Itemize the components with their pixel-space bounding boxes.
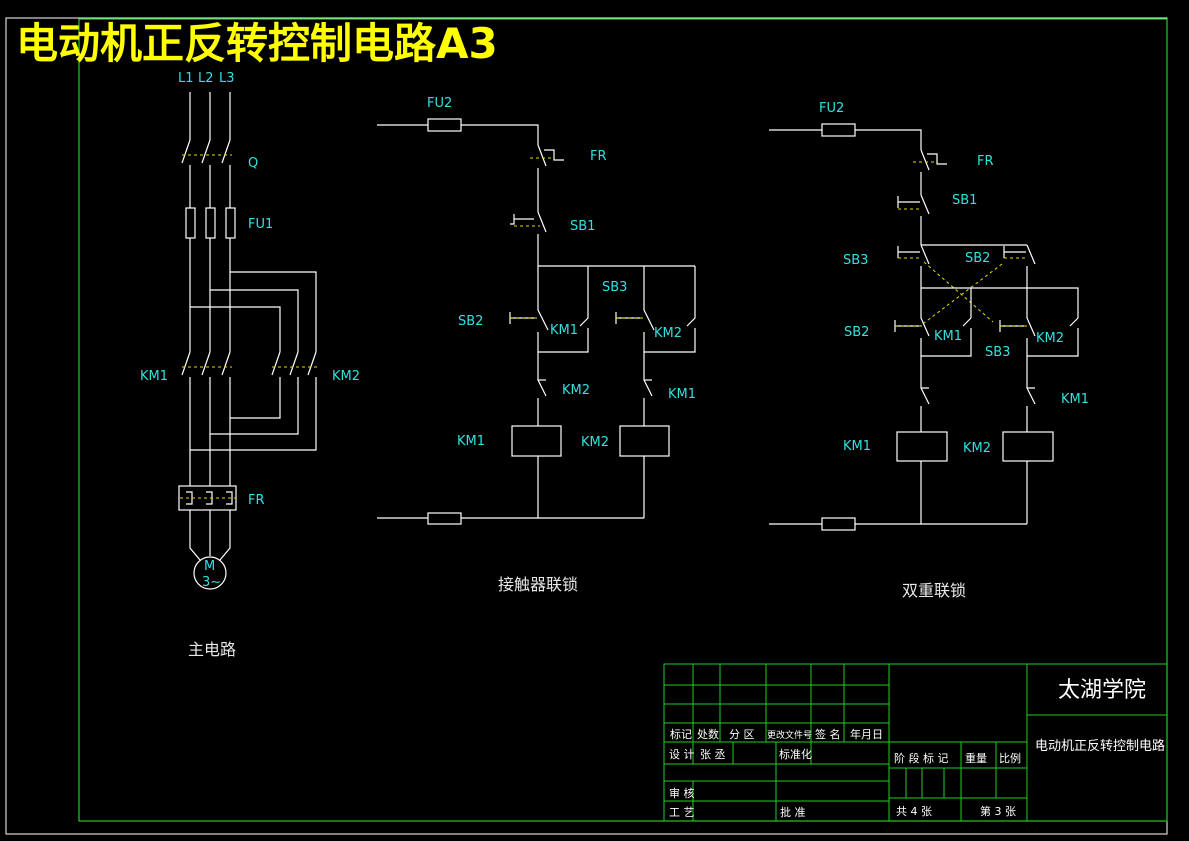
tb-stage-label: 阶 段 标 记: [894, 751, 949, 765]
tb-header-zone: 分 区: [729, 728, 755, 741]
tb-approve-label: 批 准: [780, 805, 806, 819]
nc-label-km2: KM2: [562, 383, 590, 398]
coil-label-km1: KM1: [457, 434, 485, 449]
nc-label-km1-b: KM1: [1061, 392, 1089, 407]
motor-label-phase: 3~: [202, 575, 221, 590]
tb-school-name: 太湖学院: [1058, 678, 1146, 703]
hold-label-km1-b: KM1: [934, 329, 962, 344]
relay-label-fr-b: FR: [977, 154, 994, 169]
fuse-label-fu2: FU2: [427, 96, 452, 111]
coil-km2-b: [1002, 431, 1054, 462]
relay-label-fr-2: FR: [590, 149, 607, 164]
tb-process-label: 工 艺: [669, 806, 695, 819]
double-interlock-circuit: FU2 FR SB1 SB3 SB2 SB2 KM1: [769, 101, 1089, 600]
caption-double-interlock: 双重联锁: [902, 581, 966, 600]
tb-header-sign: 签 名: [815, 727, 841, 741]
main-circuit: L1 L2 L3 Q FU1 KM1 KM2: [140, 71, 360, 659]
tb-design-label: 设 计: [669, 748, 695, 761]
tb-header-date: 年月日: [850, 727, 883, 741]
tb-header-count: 处数: [697, 728, 719, 741]
hold-label-km1: KM1: [550, 323, 578, 338]
button-label-sb3-top: SB3: [843, 253, 868, 268]
title-block: 标记 处数 分 区 更改文件号 签 名 年月日 设 计 张 丞 标准化 阶 段 …: [663, 663, 1168, 822]
motor-label-m: M: [204, 559, 215, 574]
tb-standard-label: 标准化: [779, 747, 812, 761]
button-label-sb3-bottom: SB3: [985, 345, 1010, 360]
tb-total-sheets: 共 4 张: [896, 805, 932, 818]
fuse-label-fu2-b: FU2: [819, 101, 844, 116]
tb-header-mark: 标记: [670, 727, 692, 741]
coil-label-km2-b: KM2: [963, 441, 991, 456]
coil-km1-b: [896, 431, 948, 462]
button-label-sb2: SB2: [458, 314, 483, 329]
motor-symbol: [193, 556, 227, 590]
contactor-label-km2: KM2: [332, 369, 360, 384]
tb-header-docno: 更改文件号: [767, 729, 812, 741]
caption-main-circuit: 主电路: [188, 640, 236, 659]
contactor-label-km1: KM1: [140, 369, 168, 384]
outer-frame: [5, 17, 1168, 835]
phase-label-l2: L2: [198, 71, 214, 86]
tb-sheet-number: 第 3 张: [980, 804, 1016, 818]
switch-label-q: Q: [248, 156, 258, 171]
inner-frame: [78, 18, 1168, 822]
caption-contactor-interlock: 接触器联锁: [498, 575, 578, 594]
phase-label-l1: L1: [178, 71, 194, 86]
tb-weight-label: 重量: [965, 751, 987, 765]
contactor-interlock-circuit: FU2 FR SB1 SB2 KM1 SB3 KM2 KM2 KM: [377, 96, 696, 594]
button-label-sb2-bottom: SB2: [844, 325, 869, 340]
nc-label-km1: KM1: [668, 387, 696, 402]
tb-designer-name: 张 丞: [700, 748, 726, 761]
button-label-sb3: SB3: [602, 280, 627, 295]
phase-label-l3: L3: [219, 71, 235, 86]
coil-label-km2: KM2: [581, 435, 609, 450]
tb-review-label: 审 核: [669, 786, 695, 800]
relay-label-fr: FR: [248, 493, 265, 508]
drawing-title: 电动机正反转控制电路A3: [16, 19, 498, 68]
tb-scale-label: 比例: [999, 751, 1021, 765]
hold-label-km2-b: KM2: [1036, 331, 1064, 346]
fuse-label-fu1: FU1: [248, 217, 273, 232]
coil-km2: [619, 425, 670, 457]
coil-km1: [511, 425, 562, 457]
stop-button-label-sb1: SB1: [570, 219, 595, 234]
button-label-sb2-top: SB2: [965, 251, 990, 266]
tb-drawing-name: 电动机正反转控制电路: [1035, 738, 1165, 754]
coil-label-km1-b: KM1: [843, 439, 871, 454]
stop-button-label-sb1-b: SB1: [952, 193, 977, 208]
hold-label-km2: KM2: [654, 326, 682, 341]
